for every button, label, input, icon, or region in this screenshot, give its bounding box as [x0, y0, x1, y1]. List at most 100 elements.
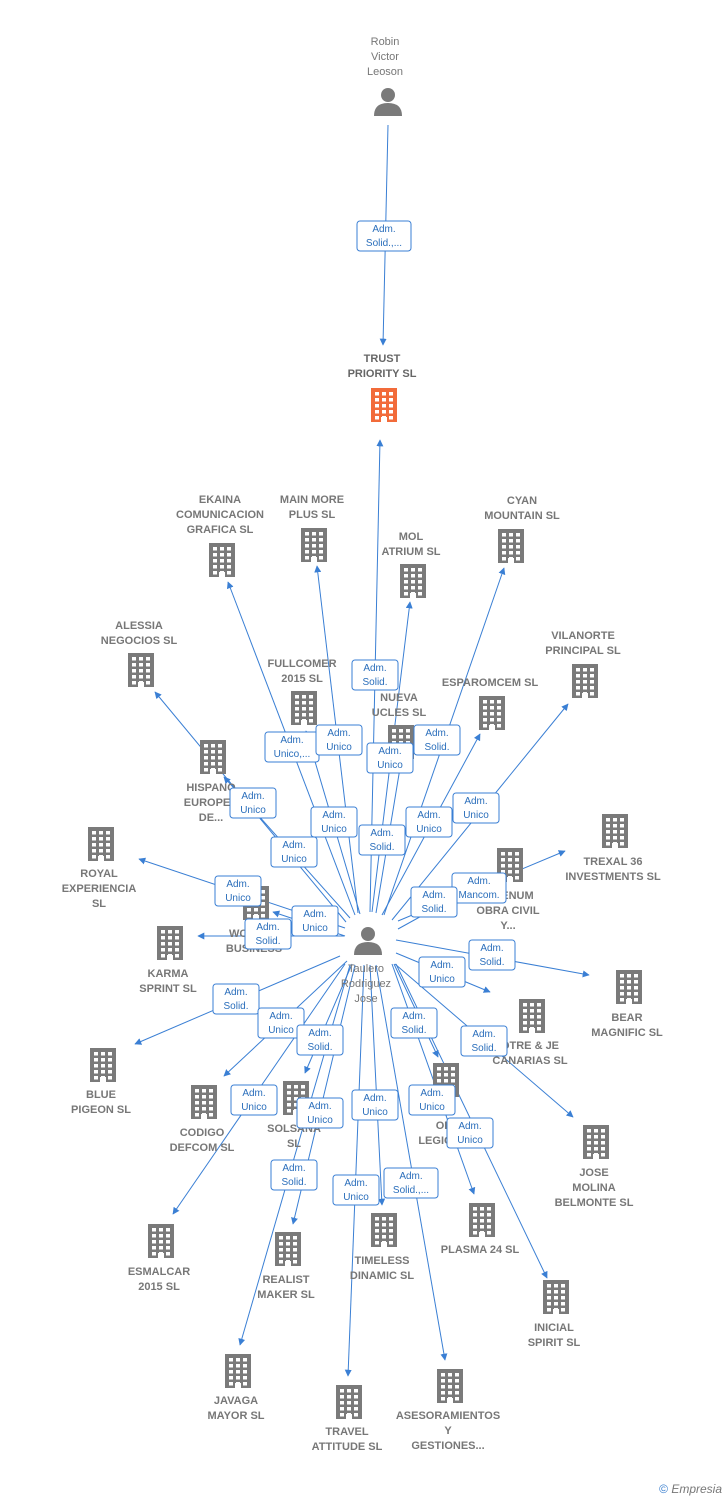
- edge-label-esmalcar[interactable]: Adm.Unico: [230, 1084, 278, 1116]
- edge-label-text: Adm.: [282, 840, 305, 851]
- node-label-robin: Victor: [371, 51, 399, 63]
- edge-label-box: [413, 724, 461, 756]
- node-label-ekaina: GRAFICA SL: [187, 524, 254, 536]
- edge-label-trust[interactable]: Adm.Solid.,...: [356, 220, 412, 252]
- node-label-travel: TRAVEL: [325, 1426, 368, 1438]
- building-icon: [572, 664, 598, 698]
- edge-label-royal[interactable]: Adm.Unico: [214, 875, 262, 907]
- edge-label-molatrium[interactable]: Adm.Unico: [366, 742, 414, 774]
- edge-label-text: Unico: [416, 824, 442, 835]
- node-plasma[interactable]: PLASMA 24 SL: [441, 1203, 520, 1256]
- edge-label-text: Unico: [457, 1135, 483, 1146]
- node-label-vilanorte: PRINCIPAL SL: [545, 645, 621, 657]
- edge-label-text: Unico: [429, 974, 455, 985]
- building-icon: [400, 564, 426, 598]
- edge-label-wonder[interactable]: Adm.Unico: [291, 905, 339, 937]
- edge-label-blue[interactable]: Adm.Solid.: [212, 983, 260, 1015]
- node-label-hispano: DE...: [199, 812, 223, 824]
- node-label-esmalcar: 2015 SL: [138, 1281, 180, 1293]
- edge-label-mainmore[interactable]: Adm.Unico: [315, 724, 363, 756]
- edge-label-trexal[interactable]: Adm.Mancom.: [451, 872, 507, 904]
- edge-label-nuevaucles[interactable]: Adm.Solid.: [358, 824, 406, 856]
- edge-label-travel[interactable]: Adm.Unico: [332, 1174, 380, 1206]
- edge-label-box: [214, 875, 262, 907]
- node-label-alessia: NEGOCIOS SL: [101, 635, 178, 647]
- edge-label-text: Unico: [302, 923, 328, 934]
- edge-label-text: Solid.: [401, 1025, 426, 1036]
- edge-label-realist[interactable]: Adm.Unico: [296, 1097, 344, 1129]
- edge-label-inicial[interactable]: Adm.Unico: [446, 1117, 494, 1149]
- building-icon: [157, 926, 183, 960]
- node-asesoramientos[interactable]: ASESORAMIENTOSYGESTIONES...: [396, 1369, 500, 1452]
- edge-label-text: Adm.: [480, 943, 503, 954]
- node-hispano[interactable]: HISPANOEUROPEADE...: [184, 740, 238, 824]
- edge-label-asesoramientos[interactable]: Adm.Solid.,...: [383, 1167, 439, 1199]
- node-label-javaga: JAVAGA: [214, 1395, 258, 1407]
- edge-label-otre[interactable]: Adm.Unico: [418, 956, 466, 988]
- edge-label-fullcomer[interactable]: Adm.Unico: [310, 806, 358, 838]
- edge-label-alessia[interactable]: Adm.Unico: [229, 787, 277, 819]
- edge-label-trust[interactable]: Adm.Solid.: [351, 659, 399, 691]
- node-label-cyan: CYAN: [507, 495, 537, 507]
- edge-label-javaga[interactable]: Adm.Solid.: [270, 1159, 318, 1191]
- edge-label-codigo[interactable]: Adm.Unico: [257, 1007, 305, 1039]
- edge-labels-layer: Adm.Solid.,...Adm.Solid.Adm.Unico,...Adm…: [212, 220, 516, 1206]
- edge-label-box: [418, 956, 466, 988]
- node-label-taulero: Jose: [354, 993, 377, 1005]
- building-icon: [543, 1280, 569, 1314]
- edge-label-text: Adm.: [224, 987, 247, 998]
- node-label-jose: MOLINA: [572, 1182, 615, 1194]
- node-label-codigo: DEFCOM SL: [170, 1142, 235, 1154]
- edge-label-milenum[interactable]: Adm.Solid.: [410, 886, 458, 918]
- edge-label-legio[interactable]: Adm.Solid.: [390, 1007, 438, 1039]
- edge-label-box: [270, 836, 318, 868]
- edge-label-timeless[interactable]: Adm.Unico: [351, 1089, 399, 1121]
- edge-label-box: [296, 1097, 344, 1129]
- edge-label-solsa[interactable]: Adm.Solid.: [296, 1024, 344, 1056]
- edge-label-esparomcem[interactable]: Adm.Unico: [405, 806, 453, 838]
- edge-label-text: Adm.: [308, 1101, 331, 1112]
- building-icon: [191, 1085, 217, 1119]
- building-icon: [291, 691, 317, 725]
- edge-label-ekaina[interactable]: Adm.Unico,...: [264, 731, 320, 763]
- edge-label-jose[interactable]: Adm.Solid.: [460, 1025, 508, 1057]
- edge-label-cyan[interactable]: Adm.Solid.: [413, 724, 461, 756]
- edge-label-plasma[interactable]: Adm.Unico: [408, 1084, 456, 1116]
- edge-label-vilanorte[interactable]: Adm.Unico: [452, 792, 500, 824]
- edge-label-hispano[interactable]: Adm.Unico: [270, 836, 318, 868]
- edge-label-karma[interactable]: Adm.Solid.: [244, 918, 292, 950]
- node-label-timeless: TIMELESS: [354, 1255, 409, 1267]
- node-label-hispano: HISPANO: [186, 782, 236, 794]
- brand-name[interactable]: Empresia: [671, 1482, 722, 1496]
- edge-label-text: Solid.: [362, 677, 387, 688]
- node-esparomcem[interactable]: ESPAROMCEM SL: [442, 677, 539, 730]
- edge-label-box: [446, 1117, 494, 1149]
- node-label-nuevaucles: UCLES SL: [372, 707, 427, 719]
- edge-label-bear[interactable]: Adm.Solid.: [468, 939, 516, 971]
